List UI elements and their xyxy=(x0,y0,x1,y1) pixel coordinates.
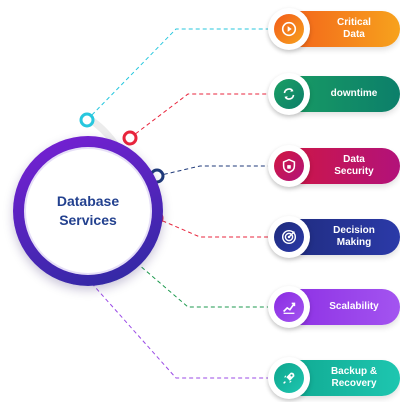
node-downtime xyxy=(122,130,138,146)
label-downtime: downtime xyxy=(330,88,378,99)
label-backup-recovery: Backup & Recovery xyxy=(330,366,378,389)
pill-decision-making: Decision Making xyxy=(268,216,400,258)
pill-downtime: downtime xyxy=(268,73,400,115)
label-critical-data: Critical Data xyxy=(337,17,371,40)
label-data-security: Data Security xyxy=(334,154,374,177)
hub-title: Database Services xyxy=(38,192,138,230)
rocket-icon xyxy=(274,363,304,393)
shield-lock-icon xyxy=(274,151,304,181)
node-critical-data xyxy=(79,112,95,128)
connector-downtime xyxy=(129,93,272,139)
pill-data-security: Data Security xyxy=(268,145,400,187)
connector-critical-data xyxy=(86,28,272,121)
hub-title-line-1: Database xyxy=(56,193,120,209)
badge-critical-data xyxy=(268,8,310,50)
label-decision-making: Decision Making xyxy=(333,225,375,248)
hub-title-line-2: Services xyxy=(59,212,117,228)
hub-inner-circle: Database Services xyxy=(24,147,152,275)
connector-decision-making xyxy=(155,217,272,238)
recycle-icon xyxy=(274,79,304,109)
target-icon xyxy=(274,222,304,252)
badge-data-security xyxy=(268,145,310,187)
pill-backup-recovery: Backup & Recovery xyxy=(268,357,400,399)
pill-critical-data: Critical Data xyxy=(268,8,400,50)
database-services-hub: Database Services xyxy=(13,136,163,286)
badge-decision-making xyxy=(268,216,310,258)
badge-scalability xyxy=(268,286,310,328)
badge-downtime xyxy=(268,73,310,115)
label-scalability: Scalability xyxy=(329,301,379,312)
pill-scalability: Scalability xyxy=(268,286,400,328)
play-clock-icon xyxy=(274,14,304,44)
connector-backup-recovery xyxy=(86,277,272,379)
badge-backup-recovery xyxy=(268,357,310,399)
growth-chart-icon xyxy=(274,292,304,322)
connector-scalability xyxy=(130,257,272,308)
connector-data-security xyxy=(156,165,272,177)
